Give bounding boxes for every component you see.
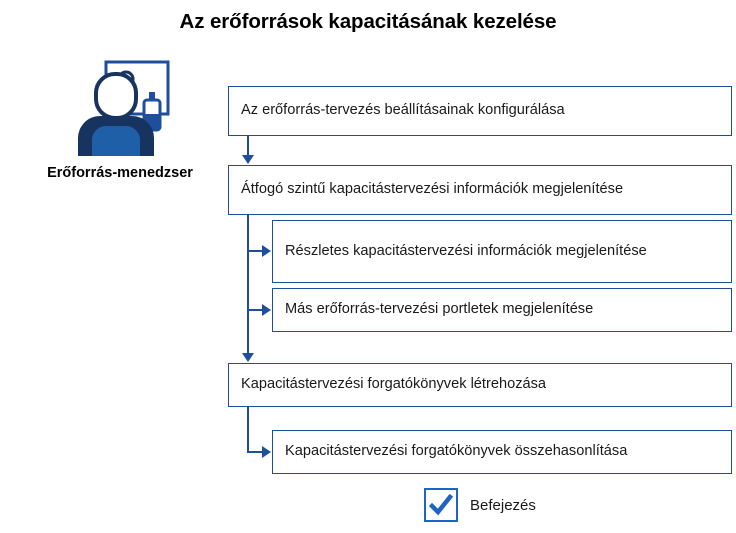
finish-group: Befejezés: [424, 488, 536, 522]
arrowhead-to-highlevel: [241, 155, 254, 164]
node-display-high-level-capacity-info[interactable]: Átfogó szintű kapacitástervezési informá…: [228, 165, 732, 215]
node-label: Kapacitástervezési forgatókönyvek létreh…: [241, 376, 547, 393]
node-label: Az erőforrás-tervezés beállításainak kon…: [241, 102, 565, 119]
connector-configure-to-highlevel: [247, 136, 250, 156]
arrowhead-to-detailed: [262, 245, 271, 258]
connector-highlevel-spine: [247, 215, 250, 354]
connector-scenarios-down: [247, 407, 250, 453]
node-display-other-resource-planning-portlets[interactable]: Más erőforrás-tervezési portletek megjel…: [272, 288, 732, 332]
arrowhead-to-portlets: [262, 304, 271, 317]
node-label: Más erőforrás-tervezési portletek megjel…: [285, 301, 594, 318]
connector-branch-detailed: [247, 250, 263, 253]
node-configure-resource-planning-settings[interactable]: Az erőforrás-tervezés beállításainak kon…: [228, 86, 732, 136]
node-create-capacity-scenarios[interactable]: Kapacitástervezési forgatókönyvek létreh…: [228, 363, 732, 407]
node-compare-capacity-scenarios[interactable]: Kapacitástervezési forgatókönyvek összeh…: [272, 430, 732, 474]
node-display-detailed-capacity-info[interactable]: Részletes kapacitástervezési információk…: [272, 220, 732, 283]
node-label: Kapacitástervezési forgatókönyvek összeh…: [285, 443, 628, 460]
actor-label: Erőforrás-menedzser: [47, 165, 193, 181]
actor-resource-manager: Erőforrás-menedzser: [30, 52, 200, 202]
node-label: Átfogó szintű kapacitástervezési informá…: [241, 181, 624, 198]
checkbox-checked-icon: [424, 488, 458, 522]
connector-branch-portlets: [247, 309, 263, 312]
arrowhead-to-scenarios: [241, 353, 254, 362]
node-label: Részletes kapacitástervezési információk…: [285, 242, 647, 259]
finish-label: Befejezés: [470, 496, 536, 514]
arrowhead-to-compare: [262, 446, 271, 458]
page-title: Az erőforrások kapacitásának kezelése: [179, 10, 557, 33]
connector-scenarios-to-compare: [247, 450, 263, 453]
resource-manager-person-icon: [48, 52, 178, 157]
